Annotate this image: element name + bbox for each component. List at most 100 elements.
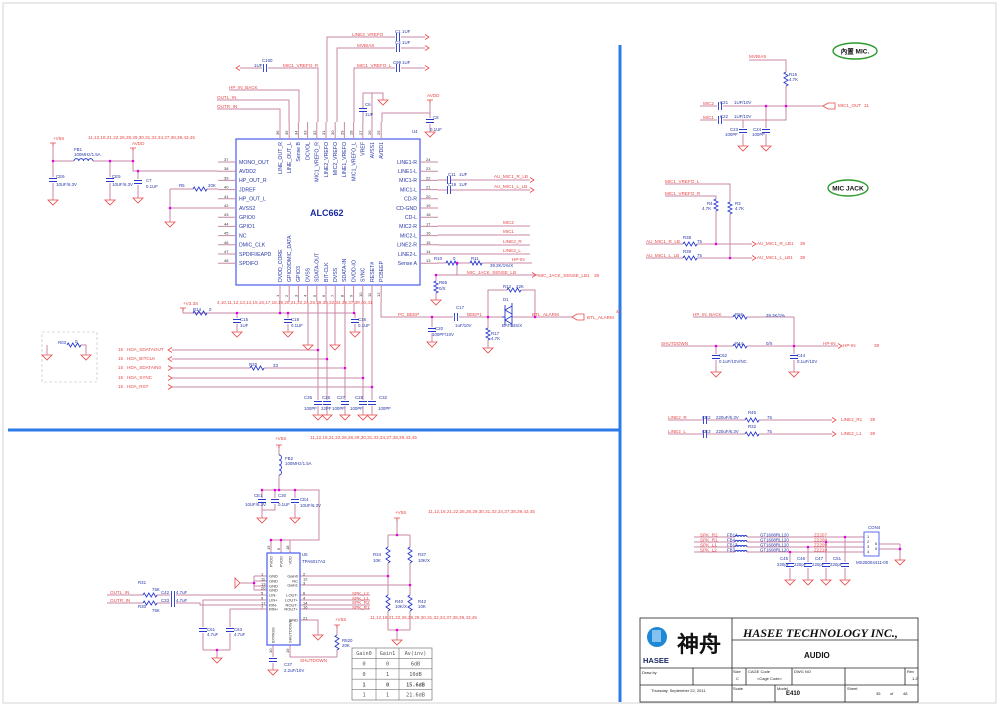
- c62-label: C62: [719, 353, 728, 358]
- ground-icon: [839, 579, 851, 586]
- offpage-arrow-icon: [167, 384, 173, 390]
- amp-pin-number: 9: [261, 596, 264, 601]
- connector-pin-number: 5: [875, 546, 878, 551]
- cage-value: <Cage Code>: [757, 676, 783, 681]
- c26-label: C26: [322, 395, 331, 400]
- title-block: HASEE 神舟 HASEE TECHNOLOGY INC., AUDIO Dr…: [639, 617, 919, 703]
- dwg-label: DWG NO: [794, 669, 811, 674]
- ground-icon: [234, 577, 241, 589]
- c8-val-label: 0.1UF: [430, 127, 442, 132]
- ground-icon: [760, 145, 772, 152]
- c63-val-label: 4.7uF: [234, 632, 246, 637]
- offpage-arrow-icon: [751, 255, 757, 261]
- offpage-arrow-icon: [529, 187, 535, 193]
- gain-table-cell: 6dB: [411, 662, 420, 668]
- btl-alarm-port-label: BTL_ALARM: [587, 315, 614, 320]
- codec-pin-number: 7: [330, 294, 335, 297]
- amp-ref: U5: [302, 552, 308, 557]
- capacitor-symbol: [428, 328, 436, 332]
- junction-dot: [486, 315, 490, 319]
- r31-val-label: 75K: [152, 587, 160, 592]
- amp-pin-number: 6: [276, 547, 281, 550]
- codec-pin-name: CD-L: [405, 215, 417, 221]
- r4-label: R4: [707, 201, 713, 206]
- capacitor-symbol: [49, 178, 57, 182]
- offpage-arrow-icon: [837, 343, 843, 349]
- hp-in-port-label: HP-IN: [843, 343, 856, 348]
- gain-table-header: Av(inv): [405, 651, 427, 657]
- r15-val-label: 4.7K: [789, 77, 798, 82]
- codec-pin-name: NC: [239, 233, 247, 239]
- codec-pin-name: CD-GND: [396, 206, 417, 212]
- offpage-arrow-icon: [167, 365, 173, 371]
- codec-pin-name: GPIO0: [239, 215, 255, 221]
- ce1-val-label: 10UF/6.3V: [245, 502, 266, 507]
- r30-val-label: 75K: [152, 608, 160, 613]
- gain-table-cell: 0: [386, 662, 389, 668]
- offpage-arrow-icon: [424, 34, 430, 40]
- codec-pin-number: 6: [321, 294, 326, 297]
- gain-table-cell: 1: [386, 693, 389, 699]
- ground-icon: [267, 669, 279, 676]
- spk-l1-label: SPK_L1: [352, 596, 369, 601]
- spk-l2-label: SPK_L2: [352, 591, 369, 596]
- cap-ref: C47: [815, 556, 824, 561]
- capacitor-symbol: [233, 319, 241, 323]
- gain-table-cell: 0: [386, 682, 389, 688]
- c99-val-label: 1UF: [402, 60, 411, 65]
- ground-icon: [424, 131, 436, 138]
- gain-table-cell: 15.6dB: [406, 682, 425, 688]
- c28-val-label: 100PF: [350, 406, 363, 411]
- r520-val-label: 20K: [342, 643, 350, 648]
- capacitor-symbol: [396, 64, 400, 72]
- amp-pin-name: NC: [292, 578, 298, 583]
- amp-pin-number: 11: [261, 577, 266, 582]
- c6-label: C6: [365, 102, 371, 107]
- codec-pin-number: 12: [376, 292, 381, 297]
- capacitor-symbol: [314, 401, 322, 405]
- mic2-label: MIC2: [703, 101, 714, 106]
- codec-pin-number: 23: [426, 166, 431, 171]
- internal-mic-title: 內置 MIC.: [841, 47, 870, 56]
- junction-dot: [252, 581, 256, 585]
- junction-dot: [277, 488, 281, 492]
- offpage-arrow-icon: [167, 356, 173, 362]
- ferrite-ref: FB13: [727, 543, 738, 548]
- connector-net-label: Z2208: [814, 538, 827, 543]
- codec-pin-name: GPIO2/DMIC_DATA: [287, 235, 293, 282]
- resistor-symbol: [732, 314, 748, 320]
- ground-icon: [104, 199, 116, 206]
- gain-table-cell: 0: [362, 662, 365, 668]
- junction-dot: [784, 104, 788, 108]
- capacitor-symbol: [841, 563, 849, 567]
- r32-label: R32: [748, 424, 757, 429]
- codec-pin-name: HP_OUT_L: [239, 197, 266, 203]
- amp-pin-name: BYPASS: [271, 627, 276, 643]
- codec-pin-name: MIC2_VREFO: [333, 142, 339, 175]
- amp-name: TPA6017A2: [302, 559, 326, 564]
- power-rail-icon: [50, 142, 56, 146]
- v5s-label: +V5S: [53, 136, 64, 141]
- v5s-2-label: +V5S: [395, 510, 406, 515]
- gain-table-cell: 21.6dB: [406, 693, 425, 699]
- offpage-arrow-icon: [751, 241, 757, 247]
- codec-pin-name: LINE2-R: [397, 243, 417, 249]
- junction-dot: [728, 256, 732, 260]
- codec-pin-number: 18: [426, 212, 431, 217]
- scale-label: Scale: [733, 686, 744, 691]
- r520-label: R520: [342, 638, 353, 643]
- amp-pin-name: SHUTDOWN: [288, 619, 293, 643]
- codec-name: ALC662: [310, 208, 344, 218]
- r03-label: R03: [58, 340, 67, 345]
- c27-val-label: 100PF: [332, 406, 345, 411]
- ground-icon: [282, 331, 294, 338]
- codec-pin-name: DCVOL: [305, 142, 311, 160]
- codec-pin-number: 25: [376, 130, 381, 135]
- junction-dot: [434, 273, 438, 277]
- resistor-symbol: [142, 600, 158, 606]
- c3-label: C3: [395, 40, 401, 45]
- amp-pin-name: PVDD: [269, 556, 274, 567]
- amp-pin-name: Gain1: [287, 582, 298, 587]
- c22-label: C22: [720, 114, 729, 119]
